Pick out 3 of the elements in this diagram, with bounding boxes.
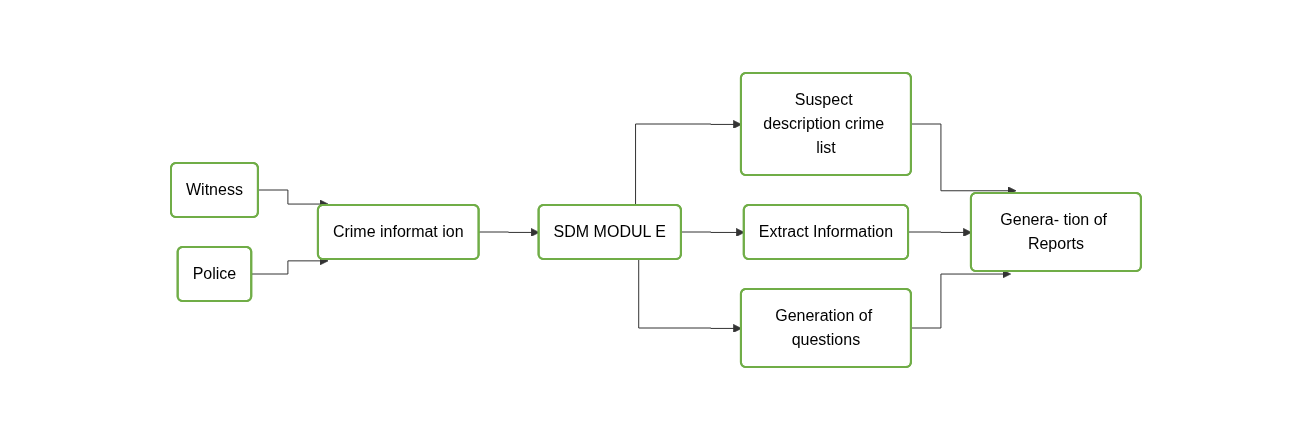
arrow	[910, 123, 1017, 195]
arrow	[257, 189, 329, 208]
arrow	[910, 269, 1012, 329]
